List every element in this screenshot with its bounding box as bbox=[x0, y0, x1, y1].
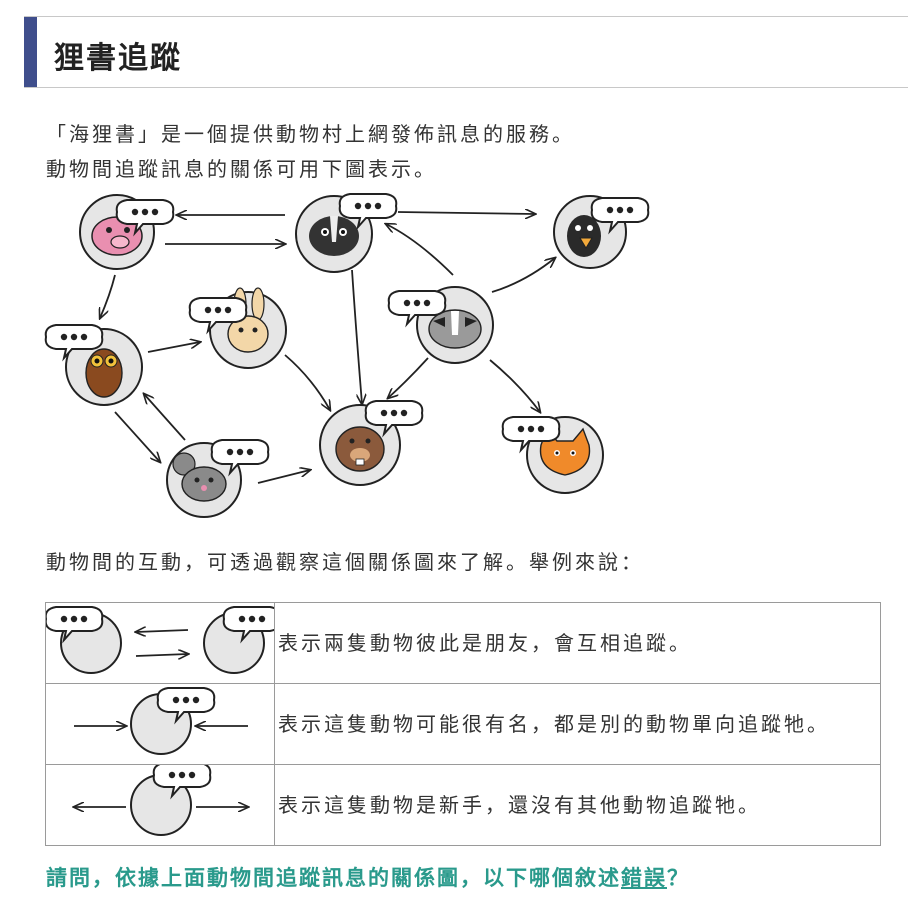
intro-line-2: 動物間追蹤訊息的關係可用下圖表示。 bbox=[46, 157, 437, 181]
arrow-owl-to-rabbit bbox=[147, 342, 200, 353]
crow-node bbox=[553, 195, 650, 269]
mouse-node bbox=[166, 439, 270, 518]
question-mark: ？ bbox=[667, 866, 690, 890]
legend-newbie-text: 表示這隻動物是新手，還沒有其他動物追蹤牠。 bbox=[274, 764, 881, 846]
pig-node bbox=[79, 194, 175, 270]
owl-node bbox=[44, 324, 143, 406]
arrow-rabbit-to-beaver bbox=[284, 354, 330, 410]
arrow-badger-to-crow bbox=[491, 258, 555, 293]
page-title: 狸書追蹤 bbox=[54, 41, 182, 76]
title-accent-bar bbox=[24, 17, 37, 87]
badger-node bbox=[387, 286, 494, 364]
arrow-pig-to-owl bbox=[100, 274, 116, 318]
arrow-skunk-to-crow bbox=[397, 212, 535, 214]
arrow-badger-to-cat bbox=[489, 359, 540, 412]
skunk-node bbox=[295, 193, 398, 273]
question-prompt: 請問，依據上面動物間追蹤訊息的關係圖，以下哪個敘述錯誤？ bbox=[46, 862, 690, 892]
beaver-node bbox=[319, 400, 424, 486]
rabbit-node bbox=[188, 287, 287, 369]
arrow-badger-to-beaver bbox=[388, 357, 429, 398]
question-text-before: 請問，依據上面動物間追蹤訊息的關係圖，以下哪個敘述 bbox=[46, 866, 621, 890]
follow-arrows bbox=[100, 212, 555, 484]
legend-mutual-diagram bbox=[44, 602, 282, 684]
legend-mutual-text: 表示兩隻動物彼此是朋友，會互相追蹤。 bbox=[274, 602, 881, 684]
title-bar: 狸書追蹤 bbox=[24, 16, 908, 88]
legend-newbie-diagram bbox=[45, 762, 275, 846]
legend-famous-diagram bbox=[45, 683, 275, 765]
legend-row-mutual: 表示兩隻動物彼此是朋友，會互相追蹤。 bbox=[44, 602, 881, 684]
arrow-skunk-to-beaver bbox=[351, 269, 362, 404]
arrow-badger-to-skunk bbox=[386, 224, 454, 276]
question-underlined-word: 錯誤 bbox=[621, 866, 667, 890]
arrow-mouse-to-owl bbox=[144, 394, 186, 441]
example-intro: 動物間的互動，可透過觀察這個關係圖來了解。舉例來說： bbox=[46, 550, 644, 574]
legend-table: 表示兩隻動物彼此是朋友，會互相追蹤。 表示這隻動物可能很有名，都是別的動物單向追… bbox=[44, 602, 881, 846]
intro-line-1: 「海狸書」是一個提供動物村上網發佈訊息的服務。 bbox=[46, 122, 575, 146]
legend-row-newbie: 表示這隻動物是新手，還沒有其他動物追蹤牠。 bbox=[45, 762, 881, 846]
legend-famous-text: 表示這隻動物可能很有名，都是別的動物單向追蹤牠。 bbox=[274, 683, 881, 765]
arrow-mouse-to-beaver bbox=[257, 470, 310, 484]
legend-row-famous: 表示這隻動物可能很有名，都是別的動物單向追蹤牠。 bbox=[45, 683, 881, 765]
follow-relationship-diagram bbox=[44, 193, 650, 518]
arrow-owl-to-mouse bbox=[114, 411, 160, 462]
cat-node bbox=[501, 416, 604, 494]
